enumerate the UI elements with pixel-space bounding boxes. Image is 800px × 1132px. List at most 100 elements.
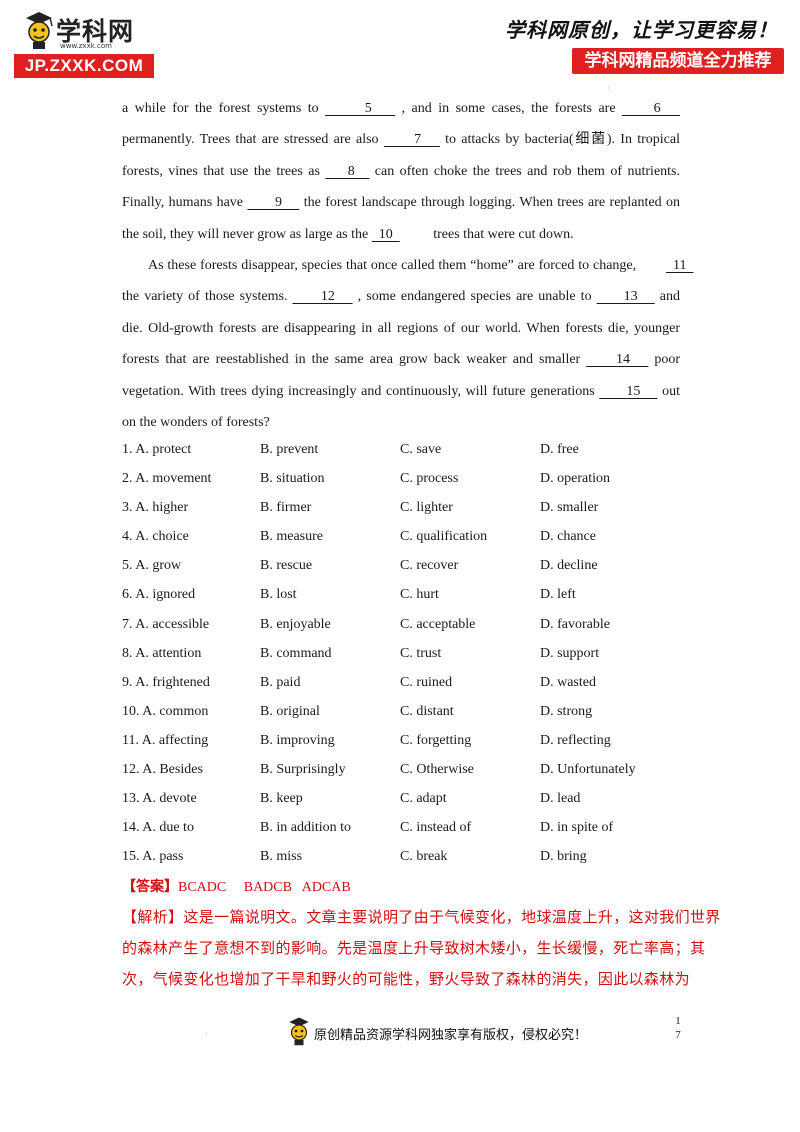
- option-d: D. chance: [540, 529, 596, 545]
- option-c: C. acceptable: [400, 616, 476, 632]
- blank-6: 6: [622, 101, 680, 116]
- option-c: C. break: [400, 849, 448, 865]
- analysis-tag: 【解析】: [122, 908, 184, 926]
- option-c: C. hurt: [400, 587, 439, 603]
- blank-8: 8: [325, 163, 370, 179]
- option-d: D. left: [540, 587, 576, 603]
- option-a: 13. A. devote: [122, 791, 197, 807]
- question-5-options: 5. A. grow B. rescue C. recover D. decline: [122, 551, 682, 580]
- blank-14: 14: [586, 352, 649, 368]
- header-slogan: 学科网原创，让学习更容易！: [505, 18, 778, 42]
- option-c: C. process: [400, 471, 459, 487]
- option-d: D. free: [540, 442, 579, 457]
- decorative-dot: ·: [205, 1030, 208, 1039]
- passage-text: the variety of those systems.: [122, 289, 293, 305]
- question-13-options: 13. A. devote B. keep C. adapt D. lead: [122, 784, 682, 813]
- option-a: 8. A. attention: [122, 645, 202, 661]
- option-d: D. decline: [540, 558, 598, 574]
- option-b: B. prevent: [260, 442, 319, 457]
- mascot-icon: [26, 12, 53, 49]
- answer-line: 【答案】BCADC BADCB ADCAB: [122, 876, 351, 896]
- option-c: C. instead of: [400, 820, 472, 836]
- option-a: 6. A. ignored: [122, 587, 196, 603]
- blank-9: 9: [247, 195, 300, 211]
- question-6-options: 6. A. ignored B. lost C. hurt D. left: [122, 580, 682, 609]
- passage-text: forests that are reestablished in the sa…: [122, 352, 587, 368]
- passage-text: to attacks by bacteria(细菌). In tropical: [439, 132, 680, 148]
- option-b: B. original: [260, 703, 320, 719]
- passage-text: the forest landscape through logging. Wh…: [299, 195, 680, 211]
- option-b: B. miss: [260, 849, 303, 865]
- option-a: 4. A. choice: [122, 529, 189, 545]
- option-b: B. firmer: [260, 500, 312, 516]
- option-c: C. adapt: [400, 791, 447, 807]
- passage-text: out: [657, 383, 680, 399]
- passage-line: the soil, they will never grow as large …: [122, 219, 680, 250]
- option-a: 15. A. pass: [122, 849, 184, 865]
- option-c: C. trust: [400, 645, 442, 661]
- passage-text: poor: [648, 352, 680, 368]
- passage-line: As these forests disappear, species that…: [122, 250, 694, 281]
- passage-text: can often choke the trees and rob them o…: [369, 163, 680, 179]
- question-15-options: 15. A. pass B. miss C. break D. bring: [122, 842, 682, 871]
- option-a: 11. A. affecting: [122, 732, 209, 748]
- answer-group-1: BCADC: [178, 880, 227, 895]
- passage-text: on the wonders of forests?: [122, 414, 270, 430]
- recommend-banner: 学科网精品频道全力推荐: [572, 48, 784, 74]
- brand-banner[interactable]: JP.ZXXK.COM: [14, 54, 154, 78]
- option-a: 12. A. Besides: [122, 762, 203, 778]
- passage-text: forests, vines that use the trees as: [122, 163, 326, 179]
- passage-text: trees that were cut down.: [429, 226, 574, 242]
- option-d: D. bring: [540, 849, 587, 865]
- option-a: 10. A. common: [122, 703, 209, 719]
- option-c: C. ruined: [400, 674, 453, 690]
- blank-13: 13: [596, 289, 655, 305]
- option-d: D. lead: [540, 791, 581, 807]
- blank-15: 15: [599, 383, 658, 399]
- option-b: B. rescue: [260, 558, 313, 574]
- option-b: B. command: [260, 645, 332, 661]
- page-total: 7: [675, 1029, 681, 1041]
- passage-line: a while for the forest systems to 5 , an…: [122, 93, 680, 124]
- passage-text: the soil, they will never grow as large …: [122, 226, 372, 242]
- blank-11: 11: [666, 257, 694, 273]
- option-a: 5. A. grow: [122, 558, 182, 574]
- option-c: C. forgetting: [400, 732, 472, 748]
- option-c: C. recover: [400, 558, 459, 574]
- page-number: 1 7: [672, 1014, 684, 1042]
- analysis-line: 【解析】这是一篇说明文。文章主要说明了由于气候变化，地球温度上升，这对我们世界: [122, 908, 721, 926]
- option-a: 1. A. protect: [122, 442, 192, 457]
- option-a: 14. A. due to: [122, 820, 194, 836]
- option-d: D. Unfortunately: [540, 762, 636, 778]
- option-b: B. keep: [260, 791, 303, 807]
- option-d: D. operation: [540, 471, 610, 487]
- answer-tag: 【答案】: [122, 879, 178, 895]
- passage-line: on the wonders of forests?: [122, 407, 680, 438]
- option-a: 3. A. higher: [122, 500, 189, 516]
- passage-line: permanently. Trees that are stressed are…: [122, 124, 680, 155]
- option-b: B. Surprisingly: [260, 762, 346, 778]
- option-a: 9. A. frightened: [122, 674, 210, 690]
- passage-text: a while for the forest systems to: [122, 101, 326, 116]
- site-logo[interactable]: 学科网 www.zxxk.com JP.ZXXK.COM: [14, 10, 154, 80]
- option-b: B. lost: [260, 587, 297, 603]
- option-d: D. smaller: [540, 500, 599, 516]
- option-d: D. wasted: [540, 674, 596, 690]
- option-b: B. enjoyable: [260, 616, 331, 632]
- option-a: 2. A. movement: [122, 471, 212, 487]
- analysis-block: 【解析】这是一篇说明文。文章主要说明了由于气候变化，地球温度上升，这对我们世界 …: [122, 902, 721, 995]
- passage-line: the variety of those systems. 12 , some …: [122, 281, 680, 312]
- brand-name: 学科网: [56, 17, 135, 46]
- blank-12: 12: [292, 289, 353, 305]
- passage-line: forests, vines that use the trees as 8 c…: [122, 156, 680, 187]
- option-b: B. situation: [260, 471, 325, 487]
- passage-text: vegetation. With trees dying increasingl…: [122, 383, 600, 399]
- passage-text: , some endangered species are unable to: [352, 289, 597, 305]
